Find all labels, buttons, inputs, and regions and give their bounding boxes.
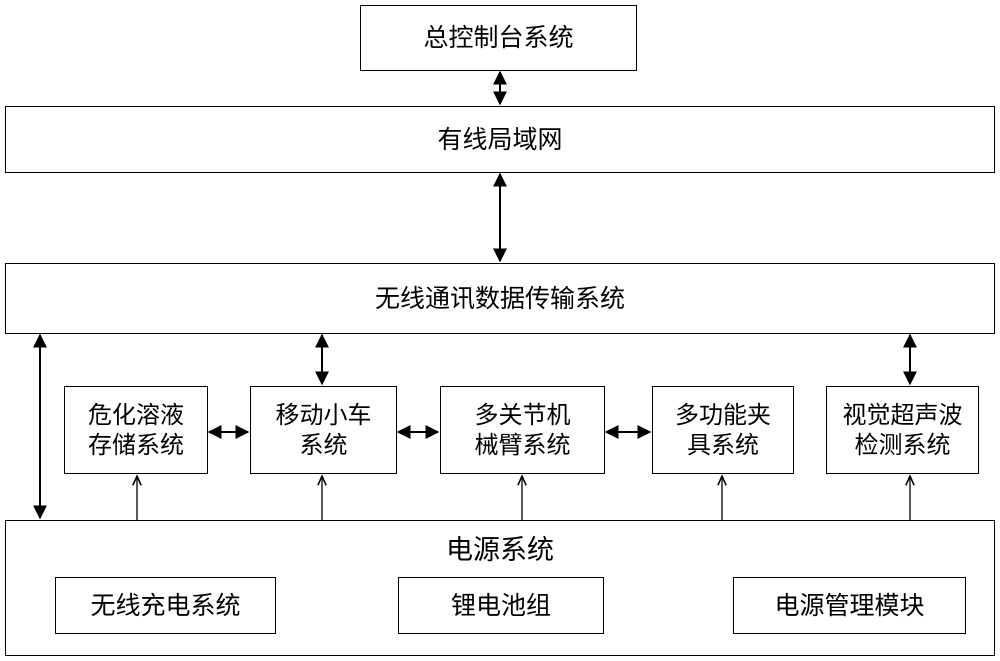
module-label: 械臂系统 xyxy=(475,430,571,460)
wired-lan-box: 有线局域网 xyxy=(5,106,995,173)
wireless-label: 无线通讯数据传输系统 xyxy=(375,283,625,314)
power-system-title: 电源系统 xyxy=(0,528,1000,567)
console-system-box: 总控制台系统 xyxy=(360,5,637,71)
module-label: 视觉超声波 xyxy=(843,400,963,430)
module-label: 检测系统 xyxy=(843,430,963,460)
module-label: 具系统 xyxy=(675,430,771,460)
module-label: 移动小车 xyxy=(276,400,372,430)
module-arm: 多关节机械臂系统 xyxy=(440,386,605,474)
wired-lan-label: 有线局域网 xyxy=(437,124,562,155)
power-item-management: 电源管理模块 xyxy=(733,577,966,634)
power-item-label: 无线充电系统 xyxy=(90,590,240,621)
module-label: 系统 xyxy=(276,430,372,460)
module-storage: 危化溶液存储系统 xyxy=(64,386,208,474)
power-item-label: 锂电池组 xyxy=(451,590,551,621)
module-label: 危化溶液 xyxy=(88,400,184,430)
module-label: 多关节机 xyxy=(475,400,571,430)
module-gripper: 多功能夹具系统 xyxy=(652,386,794,474)
module-vision: 视觉超声波检测系统 xyxy=(826,386,979,474)
power-item-wireless-charging: 无线充电系统 xyxy=(55,577,276,634)
wireless-transmission-box: 无线通讯数据传输系统 xyxy=(5,263,995,334)
console-label: 总控制台系统 xyxy=(423,22,573,53)
module-label: 多功能夹 xyxy=(675,400,771,430)
module-cart: 移动小车系统 xyxy=(250,386,397,474)
power-item-battery: 锂电池组 xyxy=(398,577,604,634)
module-label: 存储系统 xyxy=(88,430,184,460)
power-item-label: 电源管理模块 xyxy=(774,590,924,621)
